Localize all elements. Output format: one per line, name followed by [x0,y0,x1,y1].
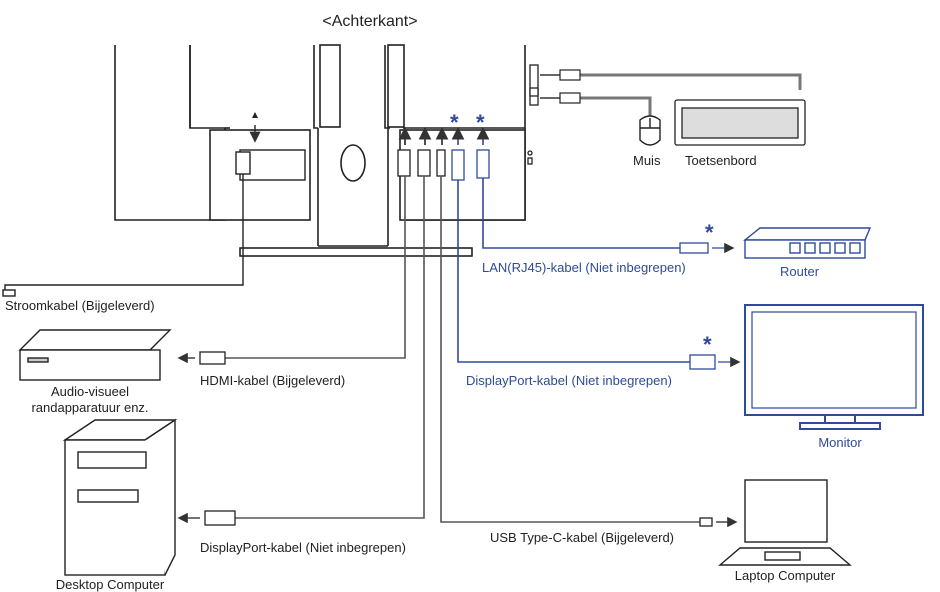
hdmi-cable-label: HDMI-kabel (Bijgeleverd) [200,373,345,388]
usbc-cable [440,176,700,523]
mouse-cable [580,96,652,118]
star-dp: * [450,110,459,135]
mouse-icon [639,115,661,146]
keyboard-cable [580,73,802,90]
lan-cable-label: LAN(RJ45)-kabel (Niet inbegrepen) [482,260,686,275]
monitor-icon [744,304,924,430]
port-panel [527,64,539,165]
mouse-label: Muis [633,153,661,168]
desktop-icon [62,418,178,576]
av-device-icon [18,329,172,381]
usbc-plug-icon [699,517,713,527]
usbc-cable-label: USB Type-C-kabel (Bijgeleverd) [490,530,674,545]
page-title: <Achterkant> [322,13,417,30]
router-icon [743,227,872,259]
dp-cable-desktop [235,176,425,519]
star-lan-end: * [705,220,714,245]
port-arrows [398,126,490,145]
dp-plug-desktop-icon [204,510,236,526]
hdmi-plug-icon [199,351,226,365]
desktop-label: Desktop Computer [56,577,165,592]
star-lan: * [476,110,485,135]
lan-cable [482,178,680,249]
power-port [4,125,306,292]
router-label: Router [780,264,820,279]
laptop-icon [718,479,852,566]
dp-cable-monitor-label: DisplayPort-kabel (Niet inbegrepen) [466,373,672,388]
hdmi-cable [225,176,406,359]
usb-plugs [559,69,581,104]
laptop-label: Laptop Computer [735,568,836,583]
keyboard-icon [674,99,806,146]
power-triangle-icon [252,112,258,118]
lan-plug-icon [679,242,709,254]
keyboard-label: Toetsenbord [685,153,757,168]
star-dp-end: * [703,332,712,357]
power-cable-label: Stroomkabel (Bijgeleverd) [5,298,155,313]
dp-plug-monitor-icon [689,354,716,370]
dp-cable-monitor [457,180,690,363]
power-plug-icon [2,289,16,297]
av-device-label-1: Audio-visueel [51,384,129,399]
monitor-label: Monitor [818,435,862,450]
monitor-back [114,44,526,257]
av-device-label-2: randapparatuur enz. [31,400,148,415]
dp-cable-desktop-label: DisplayPort-kabel (Niet inbegrepen) [200,540,406,555]
connectors [397,149,490,181]
